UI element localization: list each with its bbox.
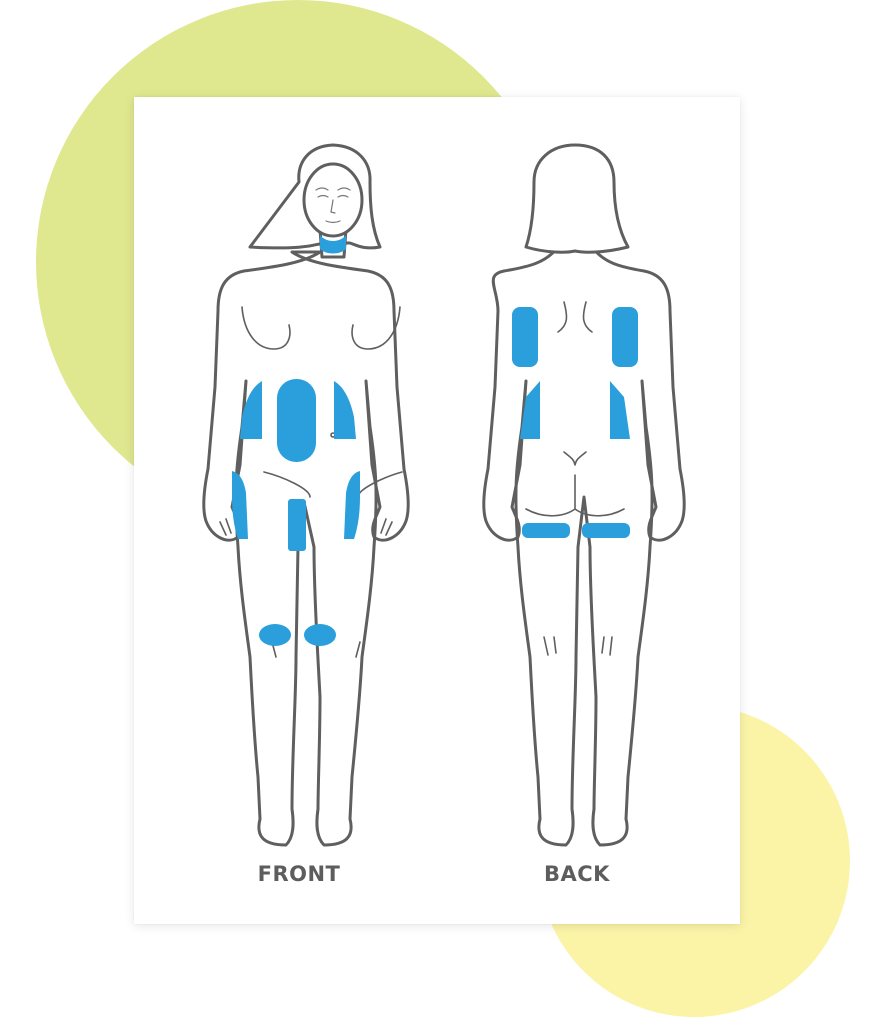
front-body [202, 250, 410, 847]
front-zone-abdomen [277, 379, 316, 462]
front-eyebrows [315, 187, 351, 191]
back-zone-left-buttock [522, 523, 570, 538]
front-zone-right-flank [334, 381, 356, 439]
front-mouth [325, 220, 341, 224]
back-hair [524, 143, 630, 254]
front-zone-left-flank [240, 381, 262, 439]
back-calf-lines [543, 636, 613, 656]
back-zone-left-upper-arm [512, 307, 538, 367]
front-zone-left-knee [259, 624, 291, 646]
back-view-label: BACK [544, 862, 610, 886]
front-figure [202, 143, 410, 847]
back-zone-right-flank [610, 381, 630, 439]
front-zone-right-knee [304, 624, 336, 646]
body-diagram-card: FRONT BACK [134, 97, 740, 924]
back-zone-left-flank [520, 381, 540, 439]
front-zone-left-outer-thigh [232, 471, 248, 539]
back-zone-right-upper-arm [612, 307, 638, 367]
front-chest-lines [241, 306, 401, 350]
front-eyes [317, 194, 349, 198]
body-diagram [202, 143, 686, 847]
back-figure [482, 143, 686, 847]
back-buttocks [525, 474, 625, 517]
back-lower-back [563, 451, 587, 466]
front-zone-right-outer-thigh [344, 471, 360, 539]
back-shoulder-blades [557, 301, 593, 333]
front-nose [330, 199, 336, 214]
front-zone-inner-thigh [288, 499, 306, 551]
front-hand-lines [219, 518, 393, 536]
front-zone-neck [320, 235, 346, 254]
back-zone-right-buttock [582, 523, 630, 538]
front-view-label: FRONT [257, 862, 341, 886]
